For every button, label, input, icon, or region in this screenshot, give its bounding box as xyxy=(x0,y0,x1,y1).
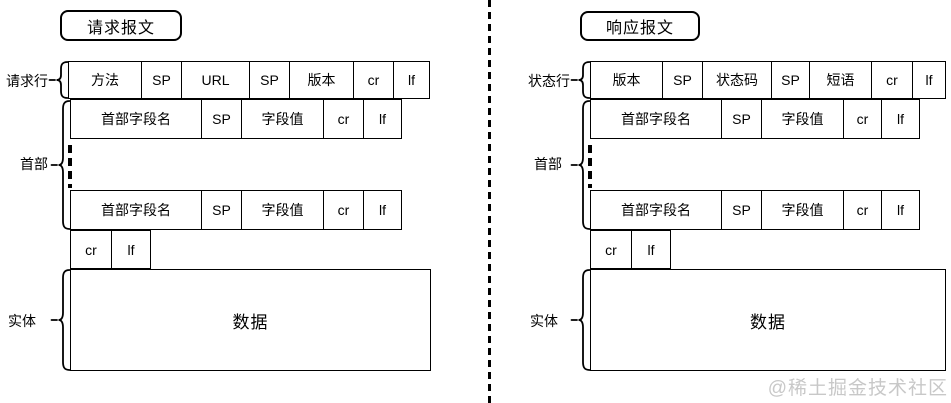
field-cell: SP xyxy=(721,191,761,229)
response-header-repeat-dashes xyxy=(588,145,592,188)
request-header-label: 首部 xyxy=(20,156,48,172)
request-entity-label: 实体 xyxy=(8,313,36,329)
request-title-box: 请求报文 xyxy=(60,10,182,41)
field-cell: SP xyxy=(141,62,181,98)
field-cell: 首部字段名 xyxy=(101,202,171,218)
panel-separator-dashed-line xyxy=(488,0,491,403)
request-title: 请求报文 xyxy=(86,19,155,37)
response-header-brace xyxy=(570,100,590,230)
response-title-box: 响应报文 xyxy=(580,11,700,41)
status-line-row: 版本 SP 状态码 SP 短语 cr lf xyxy=(590,61,946,99)
request-line-label: 请求行 xyxy=(6,73,48,89)
response-header-label: 首部 xyxy=(534,156,562,172)
field-cell: 字段值 xyxy=(761,100,843,138)
status-line-label: 状态行 xyxy=(528,73,570,89)
request-line-row: 方法 SP URL SP 版本 cr lf xyxy=(68,61,430,99)
field-cell: SP xyxy=(201,100,241,138)
field-cell: lf xyxy=(881,100,919,138)
field-cell: cr xyxy=(323,191,363,229)
field-cell: 状态码 xyxy=(702,62,771,98)
field-cell: cr xyxy=(871,62,912,98)
request-header-row-1: 首部字段名 SP 字段值 cr lf xyxy=(70,99,402,139)
response-entity-brace xyxy=(570,269,590,371)
request-data-box: 数据 xyxy=(70,269,431,371)
field-cell: cr xyxy=(85,241,97,258)
field-cell: 首部字段名 xyxy=(621,111,691,127)
request-crlf-row: cr lf xyxy=(70,230,151,269)
field-cell: SP xyxy=(721,100,761,138)
field-cell: cr xyxy=(843,100,881,138)
field-cell: URL xyxy=(181,62,249,98)
field-cell: lf xyxy=(111,231,150,268)
field-cell: lf xyxy=(363,100,401,138)
juejin-watermark: @稀土掘金技术社区 xyxy=(767,378,948,399)
field-cell: 方法 xyxy=(91,72,119,88)
field-cell: 短语 xyxy=(809,62,871,98)
field-cell: 首部字段名 xyxy=(621,202,691,218)
response-entity-label: 实体 xyxy=(530,313,558,329)
response-header-row-2: 首部字段名 SP 字段值 cr lf xyxy=(590,190,920,230)
response-data-label: 数据 xyxy=(750,312,786,332)
field-cell: lf xyxy=(631,231,670,268)
request-line-brace xyxy=(48,61,68,99)
field-cell: lf xyxy=(393,62,429,98)
field-cell: 版本 xyxy=(612,72,641,88)
request-data-label: 数据 xyxy=(232,312,269,332)
field-cell: cr xyxy=(843,191,881,229)
field-cell: 字段值 xyxy=(241,100,323,138)
field-cell: 字段值 xyxy=(241,191,323,229)
request-entity-brace xyxy=(50,269,70,371)
response-header-row-1: 首部字段名 SP 字段值 cr lf xyxy=(590,99,920,139)
field-cell: lf xyxy=(363,191,401,229)
field-cell: cr xyxy=(323,100,363,138)
field-cell: lf xyxy=(881,191,919,229)
field-cell: cr xyxy=(353,62,393,98)
field-cell: 版本 xyxy=(289,62,353,98)
response-data-box: 数据 xyxy=(590,269,946,371)
request-header-repeat-dashes xyxy=(68,145,72,188)
field-cell: 字段值 xyxy=(761,191,843,229)
field-cell: SP xyxy=(662,62,702,98)
response-crlf-row: cr lf xyxy=(590,230,671,269)
field-cell: lf xyxy=(912,62,945,98)
request-header-row-2: 首部字段名 SP 字段值 cr lf xyxy=(70,190,402,230)
request-header-brace xyxy=(50,100,70,230)
field-cell: SP xyxy=(771,62,809,98)
response-title: 响应报文 xyxy=(605,20,674,37)
field-cell: SP xyxy=(201,191,241,229)
field-cell: 首部字段名 xyxy=(101,111,171,127)
field-cell: SP xyxy=(249,62,289,98)
status-line-brace xyxy=(570,61,590,99)
field-cell: cr xyxy=(605,241,617,258)
